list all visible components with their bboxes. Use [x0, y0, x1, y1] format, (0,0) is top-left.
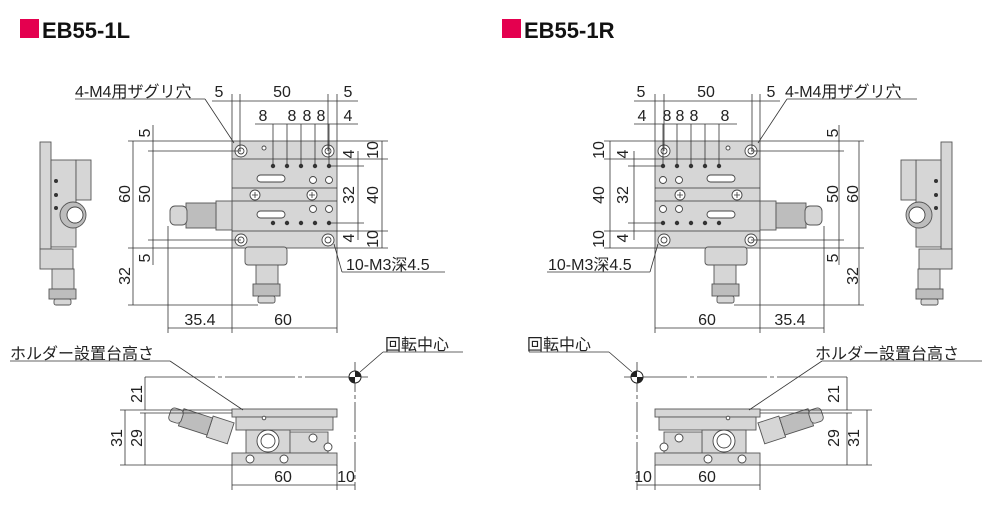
dim: 29 — [826, 429, 843, 447]
dim: 5 — [344, 84, 353, 101]
dim: 32 — [845, 267, 862, 285]
dimension-values: 5 50 5 8 8 8 8 4 5 60 50 5 32 4 10 32 40… — [109, 84, 382, 486]
dim: 31 — [109, 429, 126, 447]
dim: 8 — [663, 108, 672, 125]
dim: 10 — [591, 141, 608, 159]
label-rotation-center: 回転中心 — [385, 336, 449, 354]
dim: 50 — [137, 185, 154, 203]
dim: 5 — [137, 128, 154, 137]
dim: 10 — [365, 230, 382, 248]
title-eb55-1r: EB55-1R — [524, 18, 615, 43]
dim: 5 — [215, 84, 224, 101]
label-tap: 10-M3深4.5 — [346, 256, 430, 274]
dim: 10 — [634, 469, 652, 486]
label-tap: 10-M3深4.5 — [548, 256, 632, 274]
dim: 8 — [288, 108, 297, 125]
dim: 60 — [274, 469, 292, 486]
label-holder-height: ホルダー設置台高さ — [10, 345, 154, 363]
title-eb55-1l: EB55-1L — [42, 18, 130, 43]
dim: 5 — [137, 253, 154, 262]
dim: 8 — [690, 108, 699, 125]
dim: 8 — [317, 108, 326, 125]
dim: 4 — [638, 108, 647, 125]
dim: 60 — [698, 312, 716, 329]
dim: 5 — [825, 253, 842, 262]
dim: 60 — [274, 312, 292, 329]
dim: 5 — [637, 84, 646, 101]
dim: 60 — [698, 469, 716, 486]
dim: 21 — [129, 385, 146, 403]
title-marker — [20, 19, 39, 38]
dim: 4 — [344, 108, 353, 125]
label-holder-height: ホルダー設置台高さ — [815, 345, 959, 363]
dim: 50 — [273, 84, 291, 101]
dim: 50 — [697, 84, 715, 101]
dim: 50 — [825, 185, 842, 203]
dim: 31 — [846, 429, 863, 447]
dim: 10 — [365, 141, 382, 159]
dim: 35.4 — [184, 312, 215, 329]
dim: 4 — [341, 233, 358, 242]
dim: 4 — [615, 149, 632, 158]
dim: 10 — [337, 469, 355, 486]
title-marker — [502, 19, 521, 38]
dim: 21 — [826, 385, 843, 403]
dim: 32 — [341, 186, 358, 204]
eb55-1r-drawing: EB55-1R 4-M4用ザグリ穴 10-M3深4.5 ホルダー設置台高さ 回転… — [502, 18, 983, 491]
dim: 8 — [259, 108, 268, 125]
dim: 35.4 — [774, 312, 805, 329]
dim: 5 — [825, 128, 842, 137]
dim: 5 — [767, 84, 776, 101]
dimension-values: 5 50 5 8 8 8 8 4 5 60 50 5 32 4 10 32 40… — [591, 84, 863, 486]
dim: 29 — [129, 429, 146, 447]
label-counterbore: 4-M4用ザグリ穴 — [75, 83, 191, 101]
dim: 32 — [615, 186, 632, 204]
dim: 10 — [591, 230, 608, 248]
label-counterbore: 4-M4用ザグリ穴 — [785, 83, 901, 101]
dim: 60 — [117, 185, 134, 203]
dim: 4 — [615, 233, 632, 242]
dim: 40 — [591, 186, 608, 204]
dim: 60 — [845, 185, 862, 203]
dim: 8 — [303, 108, 312, 125]
dim: 32 — [117, 267, 134, 285]
eb55-1l-drawing: EB55-1L 4-M4用ザグリ穴 10-M3深4.5 ホルダー設置台高さ 回転… — [9, 18, 464, 491]
dim: 8 — [721, 108, 730, 125]
dim: 8 — [676, 108, 685, 125]
dim: 40 — [365, 186, 382, 204]
label-rotation-center: 回転中心 — [527, 336, 591, 354]
dim: 4 — [341, 149, 358, 158]
